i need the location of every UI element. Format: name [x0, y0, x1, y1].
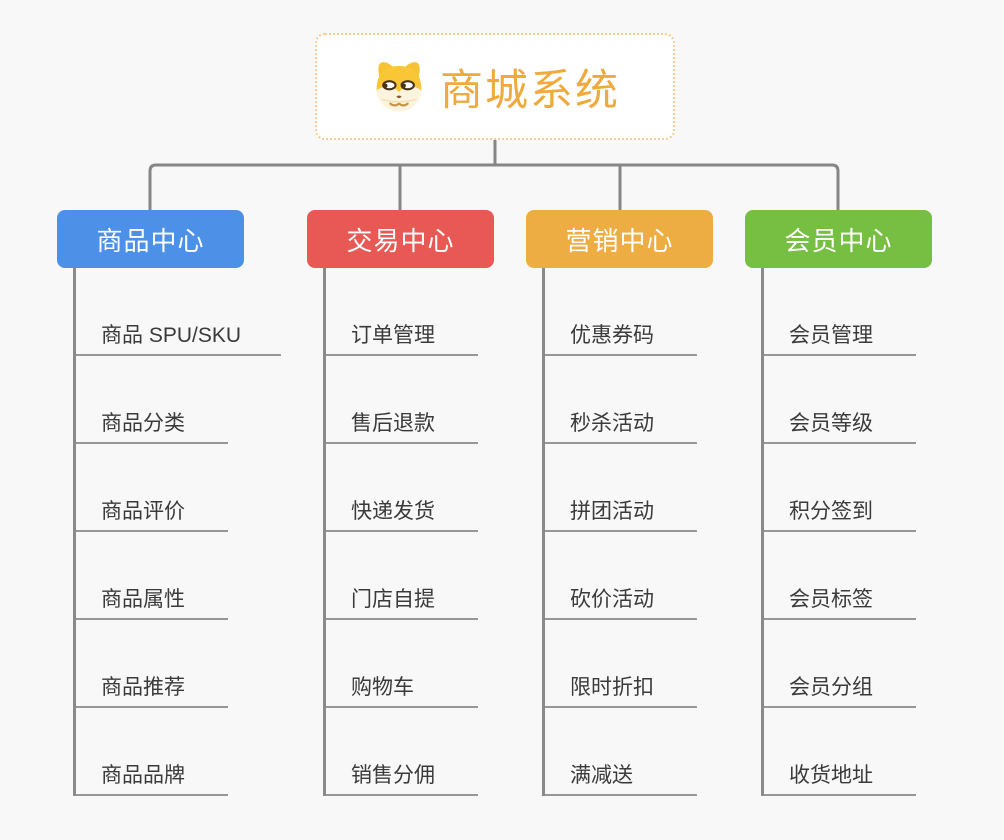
- root-node[interactable]: 商城系统: [315, 33, 675, 140]
- leaf-node[interactable]: 会员等级: [764, 356, 916, 444]
- leaf-node[interactable]: 购物车: [326, 620, 478, 708]
- leaf-node[interactable]: 快递发货: [326, 444, 478, 532]
- leaf-node[interactable]: 商品评价: [76, 444, 228, 532]
- leaf-node[interactable]: 限时折扣: [545, 620, 697, 708]
- leaf-node[interactable]: 门店自提: [326, 532, 478, 620]
- dog-face-icon: [376, 61, 422, 111]
- branch-header-marketing[interactable]: 营销中心: [526, 210, 713, 268]
- leaf-node[interactable]: 商品分类: [76, 356, 228, 444]
- leaf-node[interactable]: 会员管理: [764, 268, 916, 356]
- leaf-node[interactable]: 商品 SPU/SKU: [76, 268, 282, 356]
- branch-header-member[interactable]: 会员中心: [745, 210, 932, 268]
- branch-header-product[interactable]: 商品中心: [57, 210, 244, 268]
- leaf-node[interactable]: 商品属性: [76, 532, 228, 620]
- leaf-node[interactable]: 满减送: [545, 708, 697, 796]
- branch-leaves-product: 商品 SPU/SKU 商品分类 商品评价 商品属性 商品推荐 商品品牌: [73, 268, 317, 796]
- leaf-node[interactable]: 秒杀活动: [545, 356, 697, 444]
- leaf-node[interactable]: 会员分组: [764, 620, 916, 708]
- leaf-node[interactable]: 商品品牌: [76, 708, 228, 796]
- branch-header-trade[interactable]: 交易中心: [307, 210, 494, 268]
- leaf-node[interactable]: 售后退款: [326, 356, 478, 444]
- branch-leaves-trade: 订单管理 售后退款 快递发货 门店自提 购物车 销售分佣: [323, 268, 567, 796]
- branch-column-member: 会员中心 会员管理 会员等级 积分签到 会员标签 会员分组 收货地址: [745, 210, 1004, 796]
- leaf-node[interactable]: 砍价活动: [545, 532, 697, 620]
- branch-column-trade: 交易中心 订单管理 售后退款 快递发货 门店自提 购物车 销售分佣: [307, 210, 567, 796]
- branch-column-product: 商品中心 商品 SPU/SKU 商品分类 商品评价 商品属性 商品推荐 商品品牌: [57, 210, 317, 796]
- leaf-node[interactable]: 会员标签: [764, 532, 916, 620]
- leaf-node[interactable]: 优惠券码: [545, 268, 697, 356]
- branch-column-marketing: 营销中心 优惠券码 秒杀活动 拼团活动 砍价活动 限时折扣 满减送: [526, 210, 786, 796]
- leaf-node[interactable]: 收货地址: [764, 708, 916, 796]
- root-node-label: 商城系统: [440, 66, 620, 115]
- leaf-node[interactable]: 商品推荐: [76, 620, 228, 708]
- leaf-node[interactable]: 销售分佣: [326, 708, 478, 796]
- branch-leaves-member: 会员管理 会员等级 积分签到 会员标签 会员分组 收货地址: [761, 268, 1004, 796]
- leaf-node[interactable]: 订单管理: [326, 268, 478, 356]
- leaf-node[interactable]: 积分签到: [764, 444, 916, 532]
- leaf-node[interactable]: 拼团活动: [545, 444, 697, 532]
- branch-leaves-marketing: 优惠券码 秒杀活动 拼团活动 砍价活动 限时折扣 满减送: [542, 268, 786, 796]
